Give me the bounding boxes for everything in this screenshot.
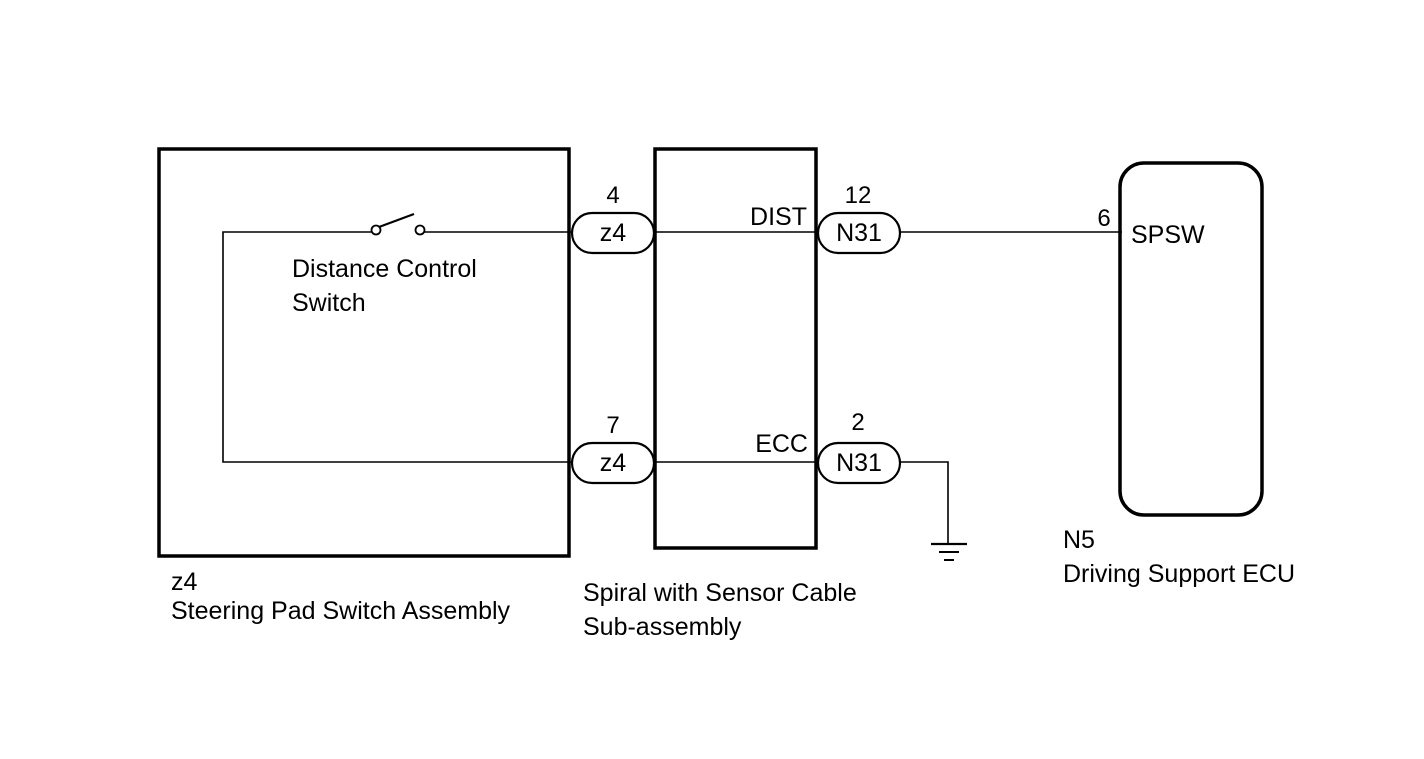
wire-switch-loop bbox=[222, 231, 572, 463]
spiral-name-line2: Sub-assembly bbox=[583, 613, 742, 641]
connector-z4-top: z4 bbox=[570, 211, 656, 255]
signal-ecc-label: ECC bbox=[755, 430, 808, 458]
connector-n31-bottom: N31 bbox=[816, 441, 902, 485]
switch-label-line1: Distance Control bbox=[292, 255, 477, 283]
steering-pad-switch-box bbox=[157, 147, 571, 558]
svg-text:N31: N31 bbox=[836, 219, 882, 247]
signal-dist-label: DIST bbox=[750, 203, 807, 231]
ecu-name: Driving Support ECU bbox=[1063, 560, 1295, 588]
switch-contact-left bbox=[370, 224, 382, 236]
driving-support-ecu-box bbox=[1118, 161, 1264, 517]
ecu-code: N5 bbox=[1063, 526, 1095, 554]
svg-text:N31: N31 bbox=[836, 449, 882, 477]
svg-text:z4: z4 bbox=[600, 449, 627, 477]
pin-z4-7: 7 bbox=[606, 412, 619, 439]
switch-lever bbox=[378, 212, 415, 229]
spiral-cable-box bbox=[653, 147, 818, 550]
connector-z4-bottom: z4 bbox=[570, 441, 656, 485]
switch-label-line2: Switch bbox=[292, 289, 366, 317]
ground-icon bbox=[931, 542, 967, 561]
connector-n31-top: N31 bbox=[816, 211, 902, 255]
pin-ecu-6: 6 bbox=[1097, 205, 1110, 232]
svg-text:z4: z4 bbox=[600, 219, 627, 247]
pin-n31-2: 2 bbox=[851, 409, 864, 436]
ecu-terminal-label: SPSW bbox=[1131, 221, 1205, 249]
pin-z4-4: 4 bbox=[606, 182, 619, 209]
spiral-name-line1: Spiral with Sensor Cable bbox=[583, 579, 857, 607]
wire-to-ground bbox=[898, 461, 949, 543]
pin-n31-12: 12 bbox=[845, 182, 872, 209]
switch-contact-right bbox=[414, 224, 426, 236]
steering-pad-code: z4 bbox=[171, 568, 198, 596]
steering-pad-name: Steering Pad Switch Assembly bbox=[171, 597, 511, 625]
